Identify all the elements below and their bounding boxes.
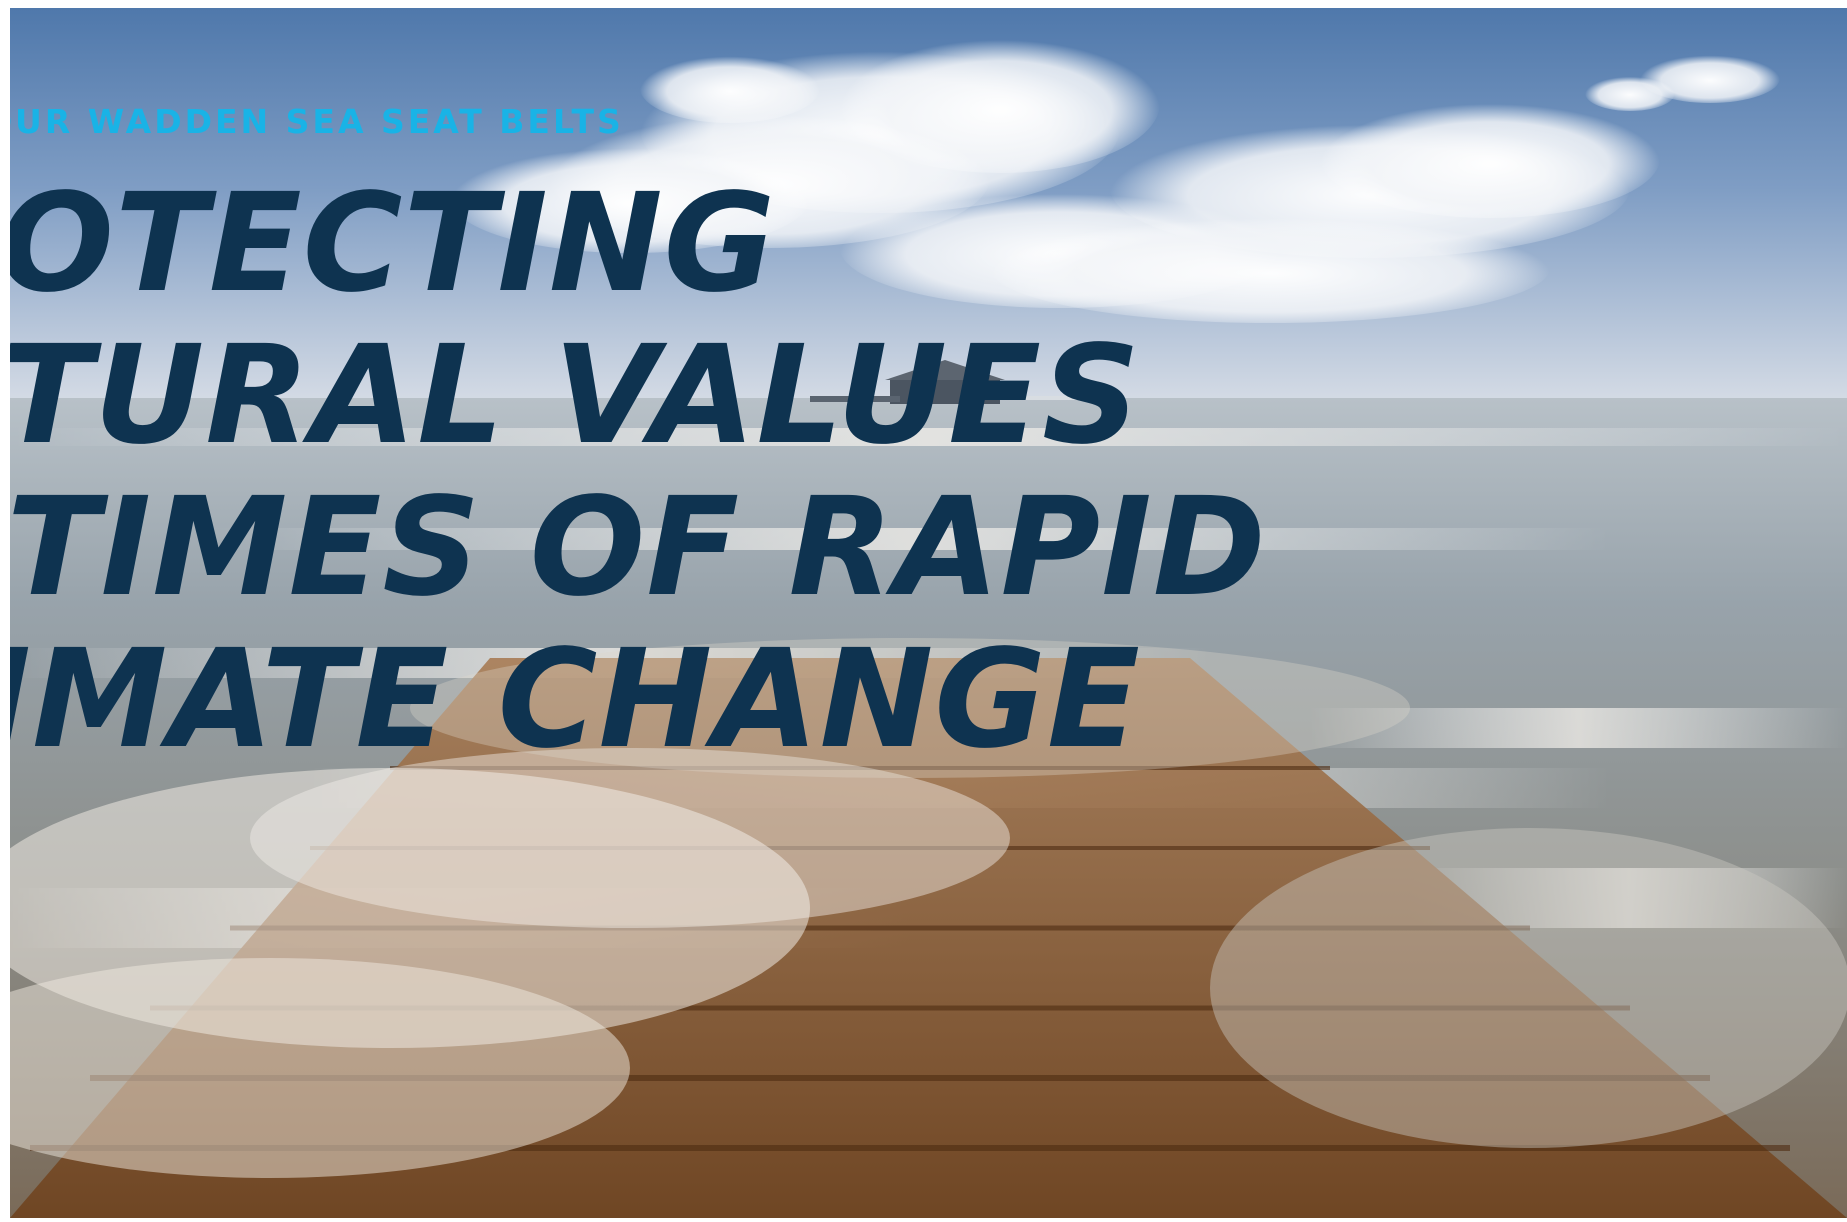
headline-line-1: PROTECTING: [10, 165, 777, 323]
headline-line-4: CLIMATE CHANGE: [10, 621, 1141, 779]
headline: PROTECTING NATURAL VALUES IN TIMES OF RA…: [10, 168, 1267, 776]
wave-foam-over-boardwalk: [10, 638, 1847, 1178]
clouds: [450, 33, 1780, 323]
headline-line-2: NATURAL VALUES: [10, 317, 1142, 475]
hero-photo-scene: [10, 8, 1847, 1218]
headline-line-3: IN TIMES OF RAPID: [10, 469, 1267, 627]
kicker-label: OUR WADDEN SEA SEAT BELTS: [10, 102, 624, 141]
distant-pier-house: [810, 360, 1090, 404]
hero-banner: OUR WADDEN SEA SEAT BELTS PROTECTING NAT…: [10, 8, 1847, 1218]
